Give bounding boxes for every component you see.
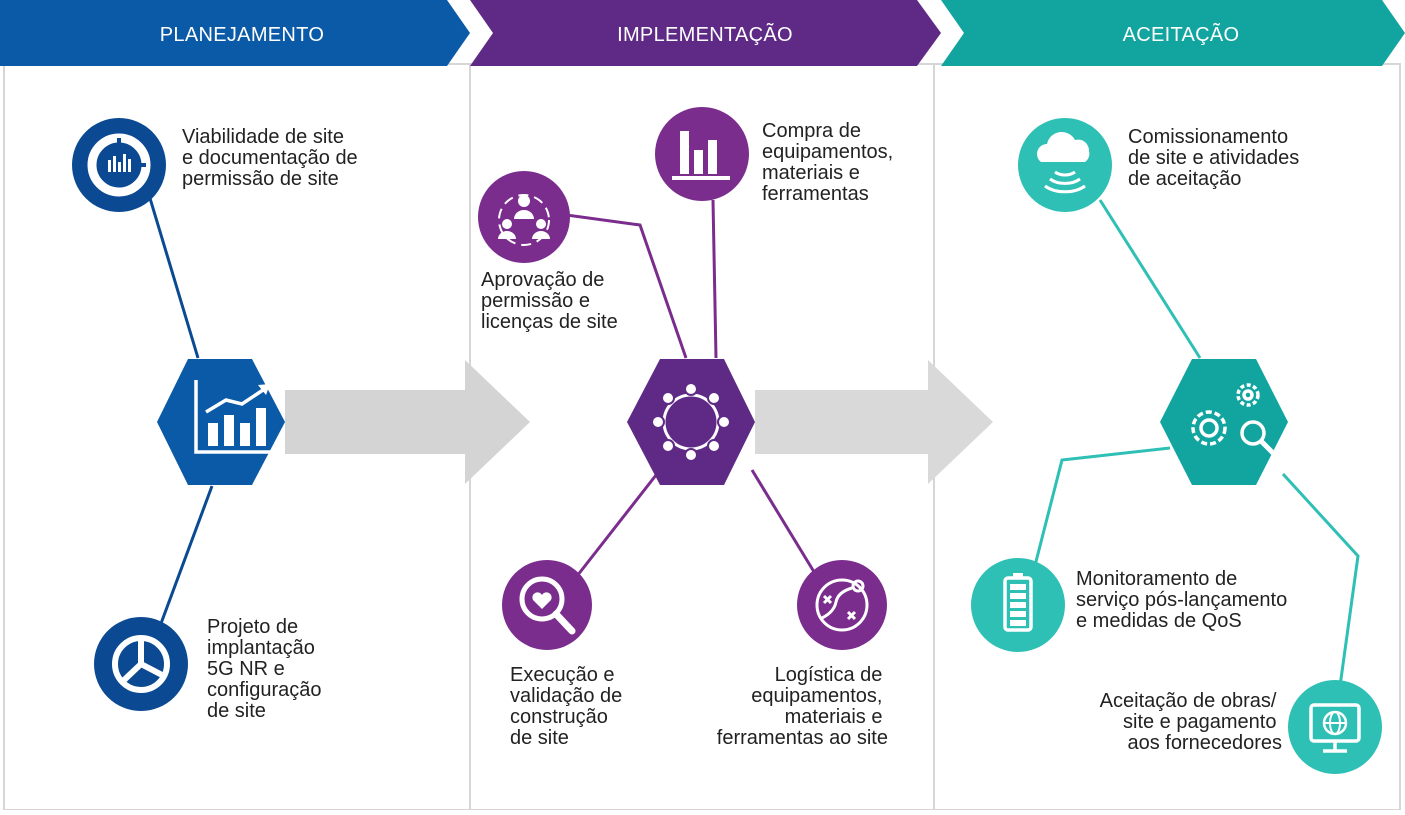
connector-impl-3 (568, 469, 662, 586)
step-planning-2 (94, 617, 188, 711)
step-planning-1 (72, 118, 166, 212)
connector-impl-4 (750, 469, 824, 586)
flow-arrow-2 (755, 360, 993, 484)
ring-nodes (651, 382, 731, 462)
step-label-planning-2: Projeto de implantação 5G NR e configura… (207, 616, 327, 722)
implementation-chevron (470, 0, 941, 66)
step-acceptance-3 (1288, 680, 1382, 774)
step-labels: Viabilidade de site e documentação de pe… (182, 120, 1305, 754)
report-donut-icon (87, 133, 151, 197)
battery-icon (1003, 573, 1033, 632)
step-implementation-4 (797, 560, 887, 650)
connector-acc-1 (1098, 199, 1202, 359)
step-label-acceptance-1: Comissionamento de site e atividades de … (1128, 126, 1305, 190)
pie-chart-icon (112, 635, 170, 693)
hub-implementation (627, 359, 755, 485)
team-icon (498, 194, 550, 246)
step-label-implementation-4: Logística de equipamentos, materiais e f… (717, 664, 888, 749)
step-label-planning-1: Viabilidade de site e documentação de pe… (182, 126, 363, 190)
hub-planning (157, 359, 285, 485)
phase-header: PLANEJAMENTO IMPLEMENTAÇÃO ACEITAÇÃO (0, 0, 1405, 66)
connector-acc-3 (1281, 472, 1360, 716)
bar-chart-icon (672, 131, 730, 180)
acceptance-chevron (941, 0, 1405, 66)
flow-arrow-1 (285, 360, 530, 484)
connector-acc-2 (1028, 446, 1171, 586)
strategy-icon (815, 578, 869, 632)
step-acceptance-2 (971, 558, 1065, 652)
step-label-acceptance-2: Monitoramento de serviço pós-lançamento … (1076, 568, 1293, 632)
step-implementation-3 (502, 560, 592, 650)
step-label-implementation-3: Execução e validação de construção de si… (510, 664, 628, 749)
gears-search-icon (1191, 383, 1277, 457)
hub-acceptance (1160, 359, 1288, 485)
step-implementation-2 (655, 107, 749, 201)
connector-impl-2 (711, 199, 718, 359)
heart-search-icon (519, 576, 576, 635)
phase-label-planning: PLANEJAMENTO (160, 24, 324, 46)
phase-label-implementation: IMPLEMENTAÇÃO (617, 22, 793, 46)
step-label-implementation-2: Compra de equipamentos, materiais e ferr… (762, 120, 899, 205)
step-implementation-1 (478, 171, 570, 263)
step-label-implementation-1: Aprovação de permissão e licenças de sit… (481, 269, 618, 333)
flow-arrows (285, 360, 1260, 484)
step-acceptance-1 (1018, 118, 1112, 212)
connector-planning-2 (151, 485, 214, 646)
growth-chart-icon (194, 380, 274, 454)
phase-label-acceptance: ACEITAÇÃO (1123, 22, 1240, 46)
step-label-acceptance-3: Aceitação de obras/ site e pagamento aos… (1100, 690, 1282, 754)
globe-monitor-icon (1309, 703, 1361, 753)
cloud-signal-icon (1037, 131, 1090, 194)
network-ring-icon (651, 382, 731, 462)
connector-lines (138, 164, 1360, 716)
planning-chevron (0, 0, 470, 66)
